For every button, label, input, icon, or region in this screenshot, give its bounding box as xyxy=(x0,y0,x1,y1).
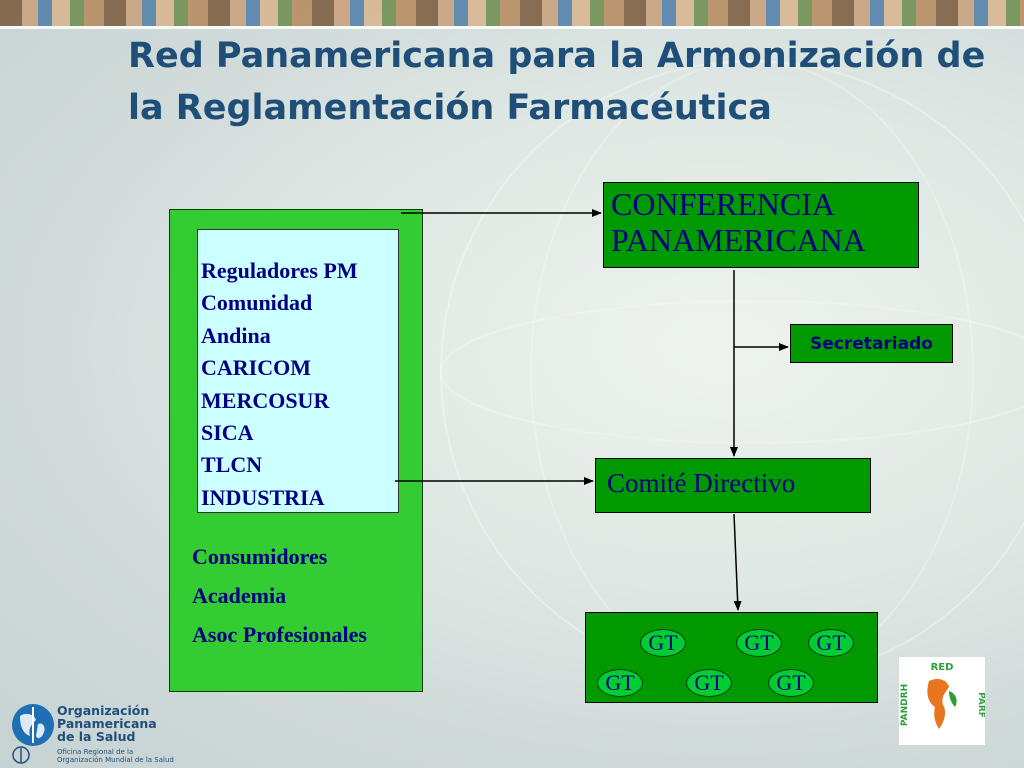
working-group-badge: GT xyxy=(597,669,643,697)
member-organizations-box: Reguladores PM Comunidad Andina CARICOM … xyxy=(197,229,399,513)
globe-parallel xyxy=(440,300,1024,444)
paho-logo-icon xyxy=(12,704,54,746)
paho-name: Organización Panamericana de la Salud xyxy=(57,704,157,743)
svg-text:PANDRH: PANDRH xyxy=(900,684,910,726)
comite-directivo-box: Comité Directivo xyxy=(595,458,871,513)
working-group-badge: GT xyxy=(808,629,854,657)
member-item: Reguladores PM xyxy=(201,258,358,283)
working-group-badge: GT xyxy=(686,669,732,697)
svg-text:RED: RED xyxy=(931,662,954,673)
paho-subtitle-line: Organización Mundial de la Salud xyxy=(57,756,174,764)
working-groups-box: GT GT GT GT GT GT xyxy=(585,612,878,703)
arrow-comite-to-working-groups xyxy=(733,513,742,611)
paho-name-line: Panamericana xyxy=(57,716,157,731)
working-group-badge: GT xyxy=(768,669,814,697)
working-group-badge: GT xyxy=(736,629,782,657)
paho-subtitle: Oficina Regional de la Organización Mund… xyxy=(57,748,174,764)
other-member-item: Asoc Profesionales xyxy=(192,622,367,647)
photo-banner xyxy=(0,0,1024,29)
other-member-item: Academia xyxy=(192,583,287,608)
member-item: Comunidad xyxy=(201,290,313,316)
paho-name-line: de la Salud xyxy=(57,729,136,744)
secretariado-box: Secretariado xyxy=(790,324,953,363)
conferencia-box: CONFERENCIA PANAMERICANA xyxy=(603,182,919,268)
conferencia-line: PANAMERICANA xyxy=(611,222,866,258)
member-item: SICA xyxy=(201,420,254,446)
member-item: CARICOM xyxy=(201,355,311,381)
svg-text:PARF: PARF xyxy=(976,692,985,718)
red-parf-logo-icon: RED PARF PANDRH xyxy=(899,657,985,745)
working-group-badge: GT xyxy=(640,629,686,657)
paho-subtitle-line: Oficina Regional de la xyxy=(57,748,134,756)
member-item: Andina xyxy=(201,322,271,348)
other-members-list: Consumidores Academia Asoc Profesionales xyxy=(192,537,367,654)
member-item: INDUSTRIA xyxy=(201,484,325,510)
conferencia-line: CONFERENCIA xyxy=(611,186,836,222)
slide-title: Red Panamericana para la Armonización de… xyxy=(128,36,986,128)
member-item: TLCN xyxy=(201,452,263,478)
other-member-item: Consumidores xyxy=(192,544,328,569)
paho-name-line: Organización xyxy=(57,703,150,718)
who-logo-icon xyxy=(12,746,30,764)
member-item: MERCOSUR xyxy=(201,387,330,413)
